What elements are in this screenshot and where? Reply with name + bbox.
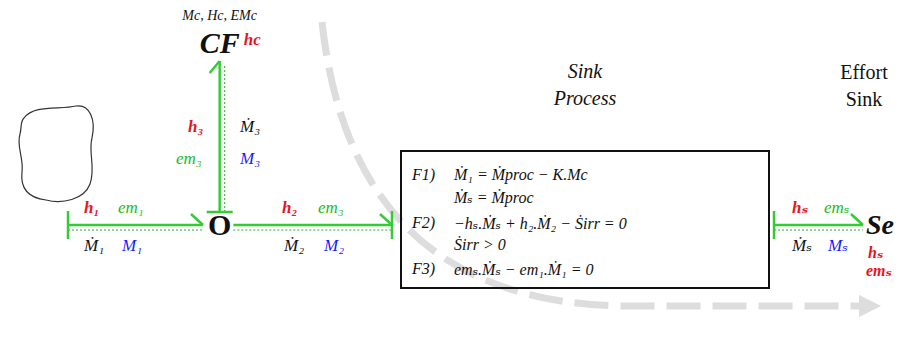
flow-label: Ṁ₂ <box>284 237 304 256</box>
mass-label: Mₛ <box>828 237 848 256</box>
equation: emₛ.Ṁₛ − em₁.Ṁ₁ = 0 <box>454 260 593 279</box>
causal-stroke <box>773 211 776 239</box>
energy-label: em₃ <box>318 199 344 218</box>
energy-label: em₃ <box>176 150 202 169</box>
element-symbol: CF <box>200 28 240 58</box>
process-flow-arrow <box>322 22 870 306</box>
equation: Ṁₛ = Ṁproc <box>454 188 534 207</box>
flow-label: Ṁ₁ <box>84 237 104 256</box>
bond-dotted-line <box>68 230 203 231</box>
bond-dotted-line <box>224 65 225 212</box>
mass-label: M₃ <box>240 150 260 169</box>
equation: Ṁ₁ = Ṁproc − K.Mc <box>454 166 588 184</box>
equation: −hₛ.Ṁₛ + h₂.Ṁ₂ − Ṡirr = 0 <box>454 214 627 233</box>
half-arrow <box>191 214 203 225</box>
equation-tag: F2) <box>412 214 435 232</box>
state-variables: Mc, Hc, EMc <box>182 8 257 24</box>
causal-stroke <box>67 211 70 239</box>
energy-label: emₛ <box>866 261 892 280</box>
energy-label: em₁ <box>118 199 144 218</box>
source-environment <box>19 106 93 202</box>
energy-label: emₛ <box>824 199 850 218</box>
enthalpy-label: h₂ <box>282 199 297 218</box>
flow-label: Ṁ₃ <box>240 118 260 137</box>
sink-heading: Effort Sink <box>829 59 899 113</box>
box-heading: Sink Process <box>545 58 625 112</box>
enthalpy-label: hₛ <box>868 243 883 262</box>
equation-tag: F3) <box>412 260 435 278</box>
mass-label: M₁ <box>122 237 142 256</box>
enthalpy-label: hₛ <box>792 199 808 218</box>
power-bond <box>207 61 233 212</box>
process-box: Sink ProcessF1)Ṁ₁ = Ṁproc − K.McṀₛ = Ṁpr… <box>400 150 770 289</box>
element-symbol: Se <box>866 211 894 239</box>
bond-dotted-line <box>774 230 863 231</box>
half-arrow <box>210 61 220 73</box>
capacitive-field: Mc, Hc, EMcCFhc <box>200 28 240 58</box>
enthalpy-label: hc <box>244 30 261 50</box>
mass-label: M₂ <box>324 237 344 256</box>
bond-line <box>218 61 221 212</box>
enthalpy-label: h₁ <box>84 199 99 218</box>
bond-line <box>68 224 203 227</box>
power-bond <box>774 211 863 239</box>
zero-junction: O <box>208 210 231 240</box>
junction-symbol: O <box>208 210 231 240</box>
power-bond <box>233 211 392 239</box>
half-arrow <box>380 214 392 225</box>
bond-line <box>233 224 392 227</box>
enthalpy-label: h₃ <box>188 118 203 137</box>
flow-label: Ṁₛ <box>792 237 812 256</box>
bond-line <box>774 224 863 227</box>
half-arrow <box>851 214 863 225</box>
equation: Ṡirr > 0 <box>454 236 506 254</box>
bond-dotted-line <box>233 230 392 231</box>
equation-tag: F1) <box>412 166 435 184</box>
effort-sink: Effort SinkSehₛemₛ <box>866 211 894 239</box>
